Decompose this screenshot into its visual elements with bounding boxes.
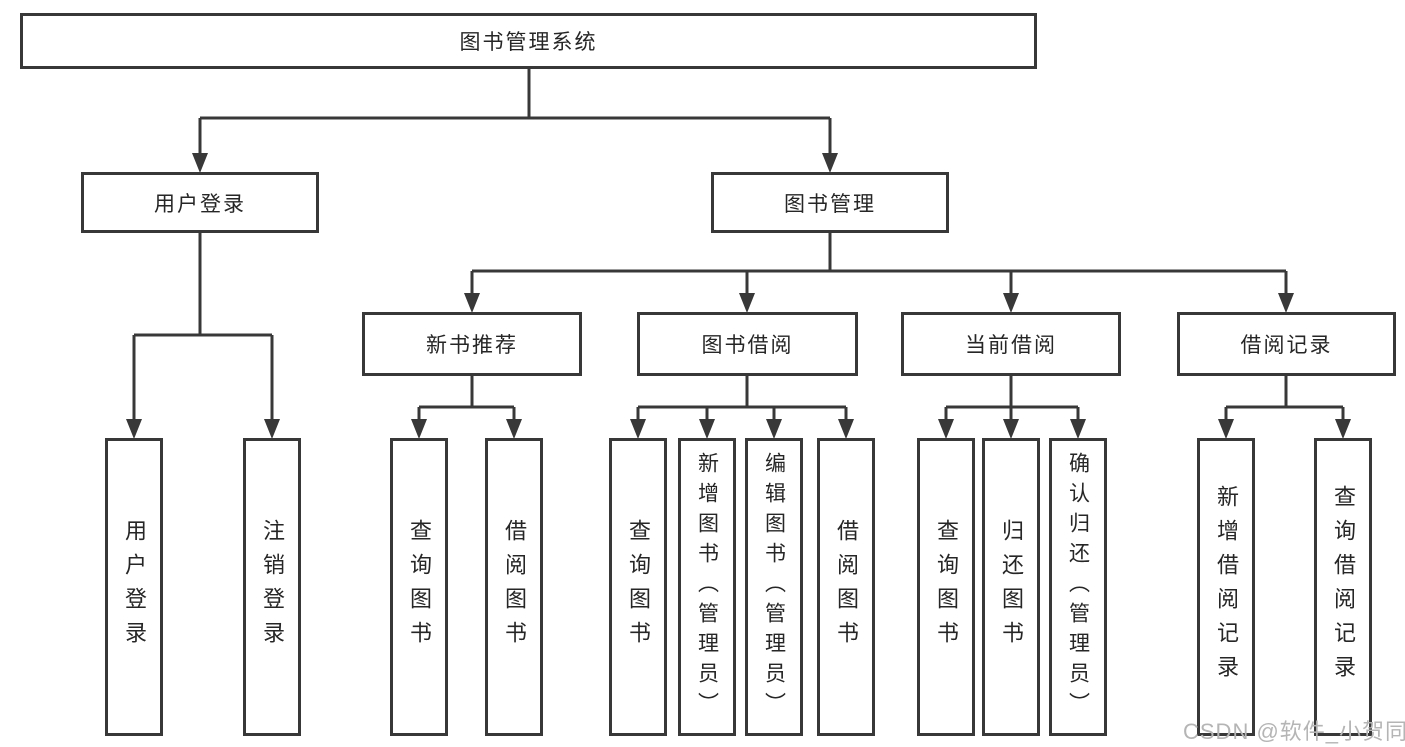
leaf-return-book: 归还图书 <box>982 438 1040 736</box>
arrowhead <box>822 153 838 173</box>
leaf-edit-book-admin: 编辑图书（管理员） <box>745 438 803 736</box>
leaf-label: 借阅图书 <box>834 519 859 655</box>
arrowhead <box>938 419 954 439</box>
arrowhead <box>1278 293 1294 313</box>
leaf-label: 查询借阅记录 <box>1331 485 1356 689</box>
node-book-management-label: 图书管理 <box>784 192 876 216</box>
arrowhead <box>1070 419 1086 439</box>
arrowhead <box>1335 419 1351 439</box>
node-borrow-records-label: 借阅记录 <box>1240 334 1333 357</box>
connector-records-to-leaves <box>1224 376 1345 422</box>
arrowhead <box>630 419 646 439</box>
connector-borrow-to-leaves <box>636 376 848 422</box>
node-library-system: 图书管理系统 <box>20 13 1037 69</box>
arrowhead <box>264 419 280 439</box>
leaf-add-borrow-record: 新增借阅记录 <box>1197 438 1255 736</box>
arrowhead <box>192 153 208 173</box>
leaf-label: 注销登录 <box>260 519 285 655</box>
connector-management-to-level3 <box>470 233 1288 296</box>
node-user-login-label: 用户登录 <box>154 192 246 216</box>
connector-root-to-level2 <box>198 69 832 156</box>
leaf-label: 归还图书 <box>999 519 1024 655</box>
leaf-label: 查询图书 <box>626 519 651 655</box>
node-book-borrow-label: 图书借阅 <box>701 334 794 357</box>
arrowhead <box>411 419 427 439</box>
node-new-book-recommend: 新书推荐 <box>362 312 582 376</box>
leaf-query-books-current: 查询图书 <box>917 438 975 736</box>
arrowhead <box>838 419 854 439</box>
arrowhead <box>766 419 782 439</box>
arrowhead <box>1218 419 1234 439</box>
node-borrow-records: 借阅记录 <box>1177 312 1396 376</box>
leaf-label: 查询图书 <box>407 519 432 655</box>
leaf-confirm-return-admin: 确认归还（管理员） <box>1049 438 1107 736</box>
arrowhead <box>739 293 755 313</box>
leaf-query-books-recommend: 查询图书 <box>390 438 448 736</box>
node-current-borrow-label: 当前借阅 <box>965 334 1057 357</box>
leaf-add-book-admin: 新增图书（管理员） <box>678 438 736 736</box>
node-current-borrow: 当前借阅 <box>901 312 1121 376</box>
leaf-query-books-borrow: 查询图书 <box>609 438 667 736</box>
leaf-logout: 注销登录 <box>243 438 301 736</box>
connector-current-to-leaves <box>944 376 1080 422</box>
connector-recommend-to-leaves <box>417 376 516 422</box>
arrowhead <box>126 419 142 439</box>
node-library-system-label: 图书管理系统 <box>459 31 598 54</box>
connector-login-to-leaves <box>132 233 274 422</box>
arrowhead <box>464 293 480 313</box>
leaf-label: 确认归还（管理员） <box>1066 452 1090 722</box>
leaf-label: 用户登录 <box>122 519 147 655</box>
leaf-query-borrow-record: 查询借阅记录 <box>1314 438 1372 736</box>
leaf-label: 编辑图书（管理员） <box>762 452 786 722</box>
arrowhead <box>506 419 522 439</box>
arrowhead <box>1003 293 1019 313</box>
leaf-label: 查询图书 <box>934 519 959 655</box>
node-user-login: 用户登录 <box>81 172 319 233</box>
leaf-borrow-books-recommend: 借阅图书 <box>485 438 543 736</box>
leaf-borrow-books: 借阅图书 <box>817 438 875 736</box>
node-book-management: 图书管理 <box>711 172 949 233</box>
node-book-borrow: 图书借阅 <box>637 312 858 376</box>
arrowhead <box>699 419 715 439</box>
node-new-book-recommend-label: 新书推荐 <box>426 334 518 357</box>
leaf-label: 新增借阅记录 <box>1214 485 1239 689</box>
leaf-label: 新增图书（管理员） <box>695 452 719 722</box>
leaf-label: 借阅图书 <box>502 519 527 655</box>
leaf-user-login: 用户登录 <box>105 438 163 736</box>
arrowhead <box>1003 419 1019 439</box>
